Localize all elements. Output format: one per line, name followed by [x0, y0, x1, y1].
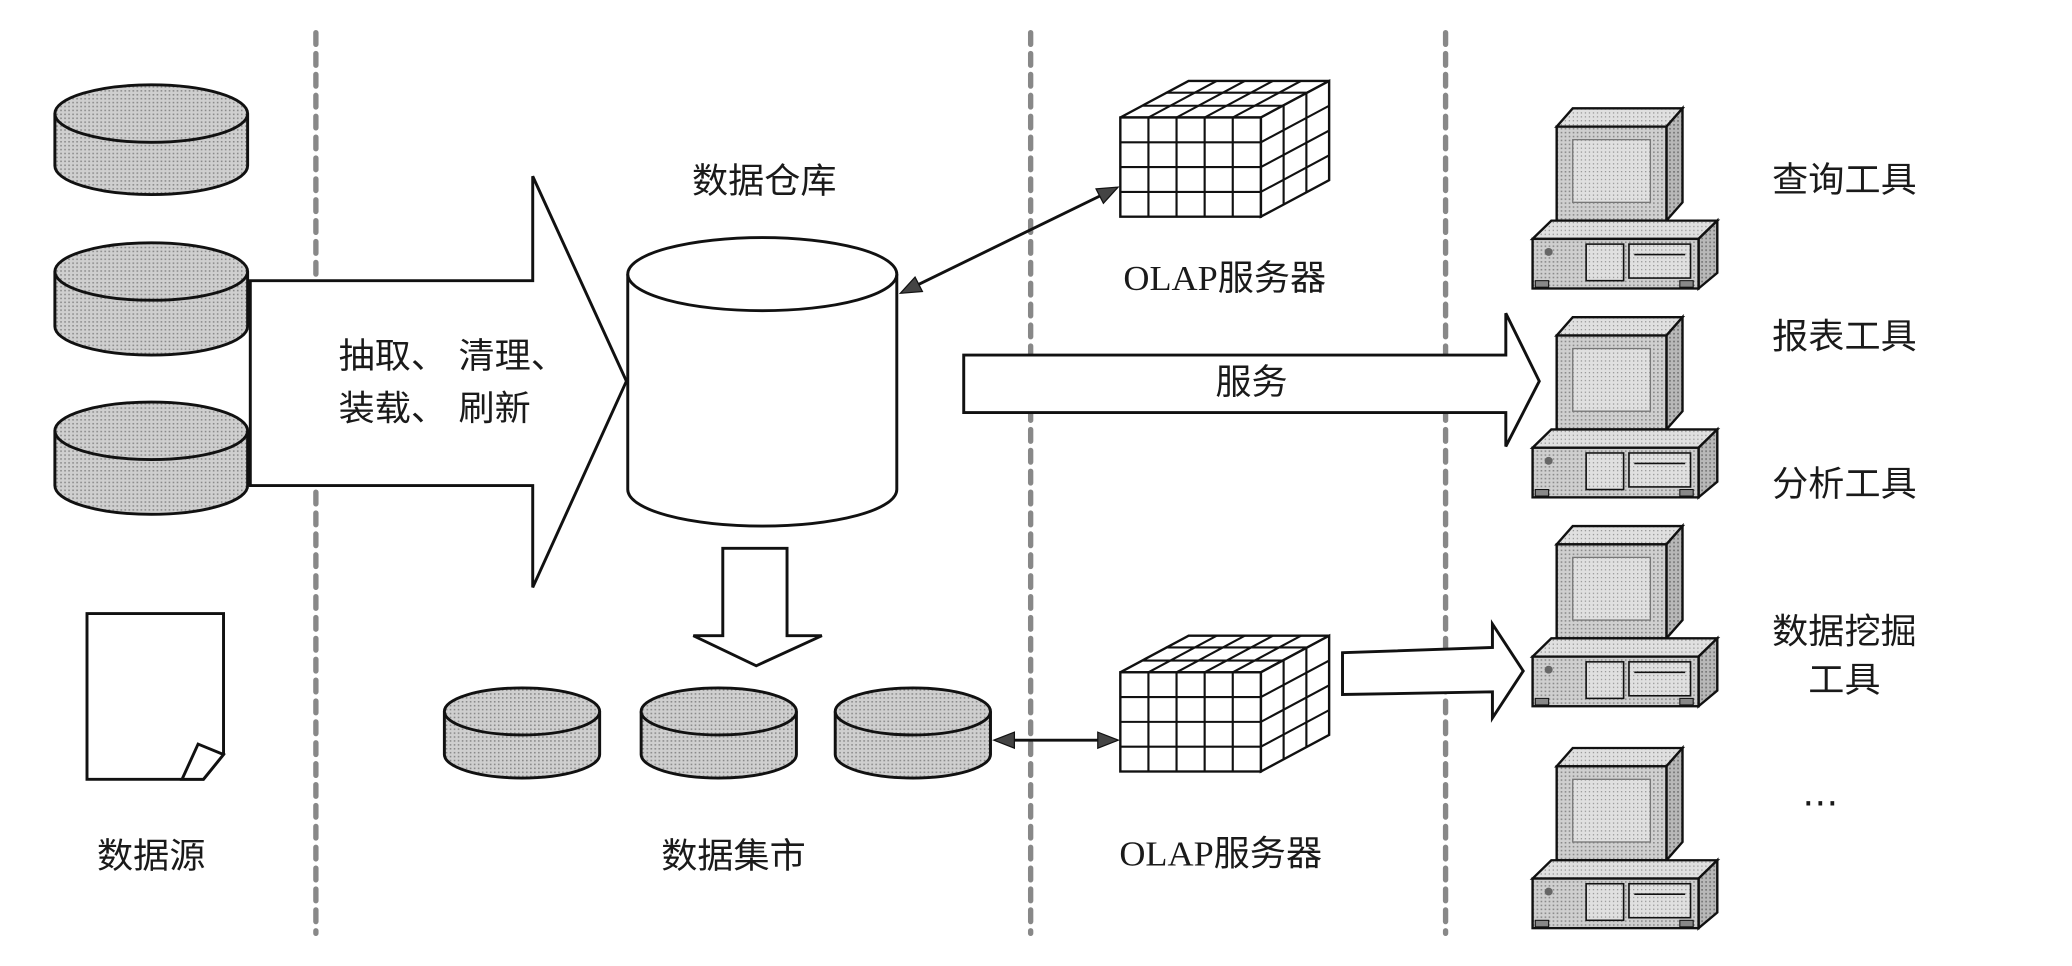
- data-mart-disk: [639, 686, 798, 780]
- source-disk: [53, 83, 250, 196]
- mining-arrow: [1341, 619, 1525, 723]
- service-arrow: [962, 312, 1541, 448]
- data-mart-disk: [833, 686, 992, 780]
- olap-server-label-bottom: OLAP服务器: [1119, 834, 1322, 873]
- source-disk: [53, 400, 250, 516]
- etl-label-line2: 装载、 刷新: [339, 389, 531, 429]
- data-mart-disk: [442, 686, 602, 780]
- etl-label-line1: 抽取、 清理、: [339, 337, 567, 377]
- document-icon: [85, 612, 226, 781]
- olap-cube-icon: [1119, 634, 1331, 773]
- tool-label-mining-line2: 工具: [1808, 660, 1880, 700]
- etl-arrow: [248, 175, 629, 589]
- tool-label-mining-line1: 数据挖掘: [1772, 612, 1917, 652]
- olap-cube-icon: [1119, 79, 1331, 218]
- tool-label-more: …: [1802, 774, 1838, 814]
- source-disk: [53, 241, 250, 357]
- computer-icon: [1531, 107, 1719, 290]
- warehouse-label: 数据仓库: [692, 162, 837, 202]
- computer-icon: [1531, 524, 1719, 708]
- bidirectional-arrow: [898, 186, 1120, 295]
- data-source-label: 数据源: [97, 836, 205, 876]
- down-arrow: [692, 546, 823, 668]
- tool-label-report: 报表工具: [1772, 317, 1917, 357]
- computer-icon: [1531, 746, 1719, 930]
- tool-label-analysis: 分析工具: [1772, 464, 1917, 504]
- olap-server-label-top: OLAP服务器: [1123, 258, 1326, 297]
- computer-icon: [1531, 316, 1719, 499]
- service-label: 服务: [1215, 363, 1287, 403]
- tool-label-query: 查询工具: [1772, 160, 1917, 200]
- data-mart-label: 数据集市: [661, 836, 806, 876]
- data-warehouse-cylinder: [626, 236, 899, 528]
